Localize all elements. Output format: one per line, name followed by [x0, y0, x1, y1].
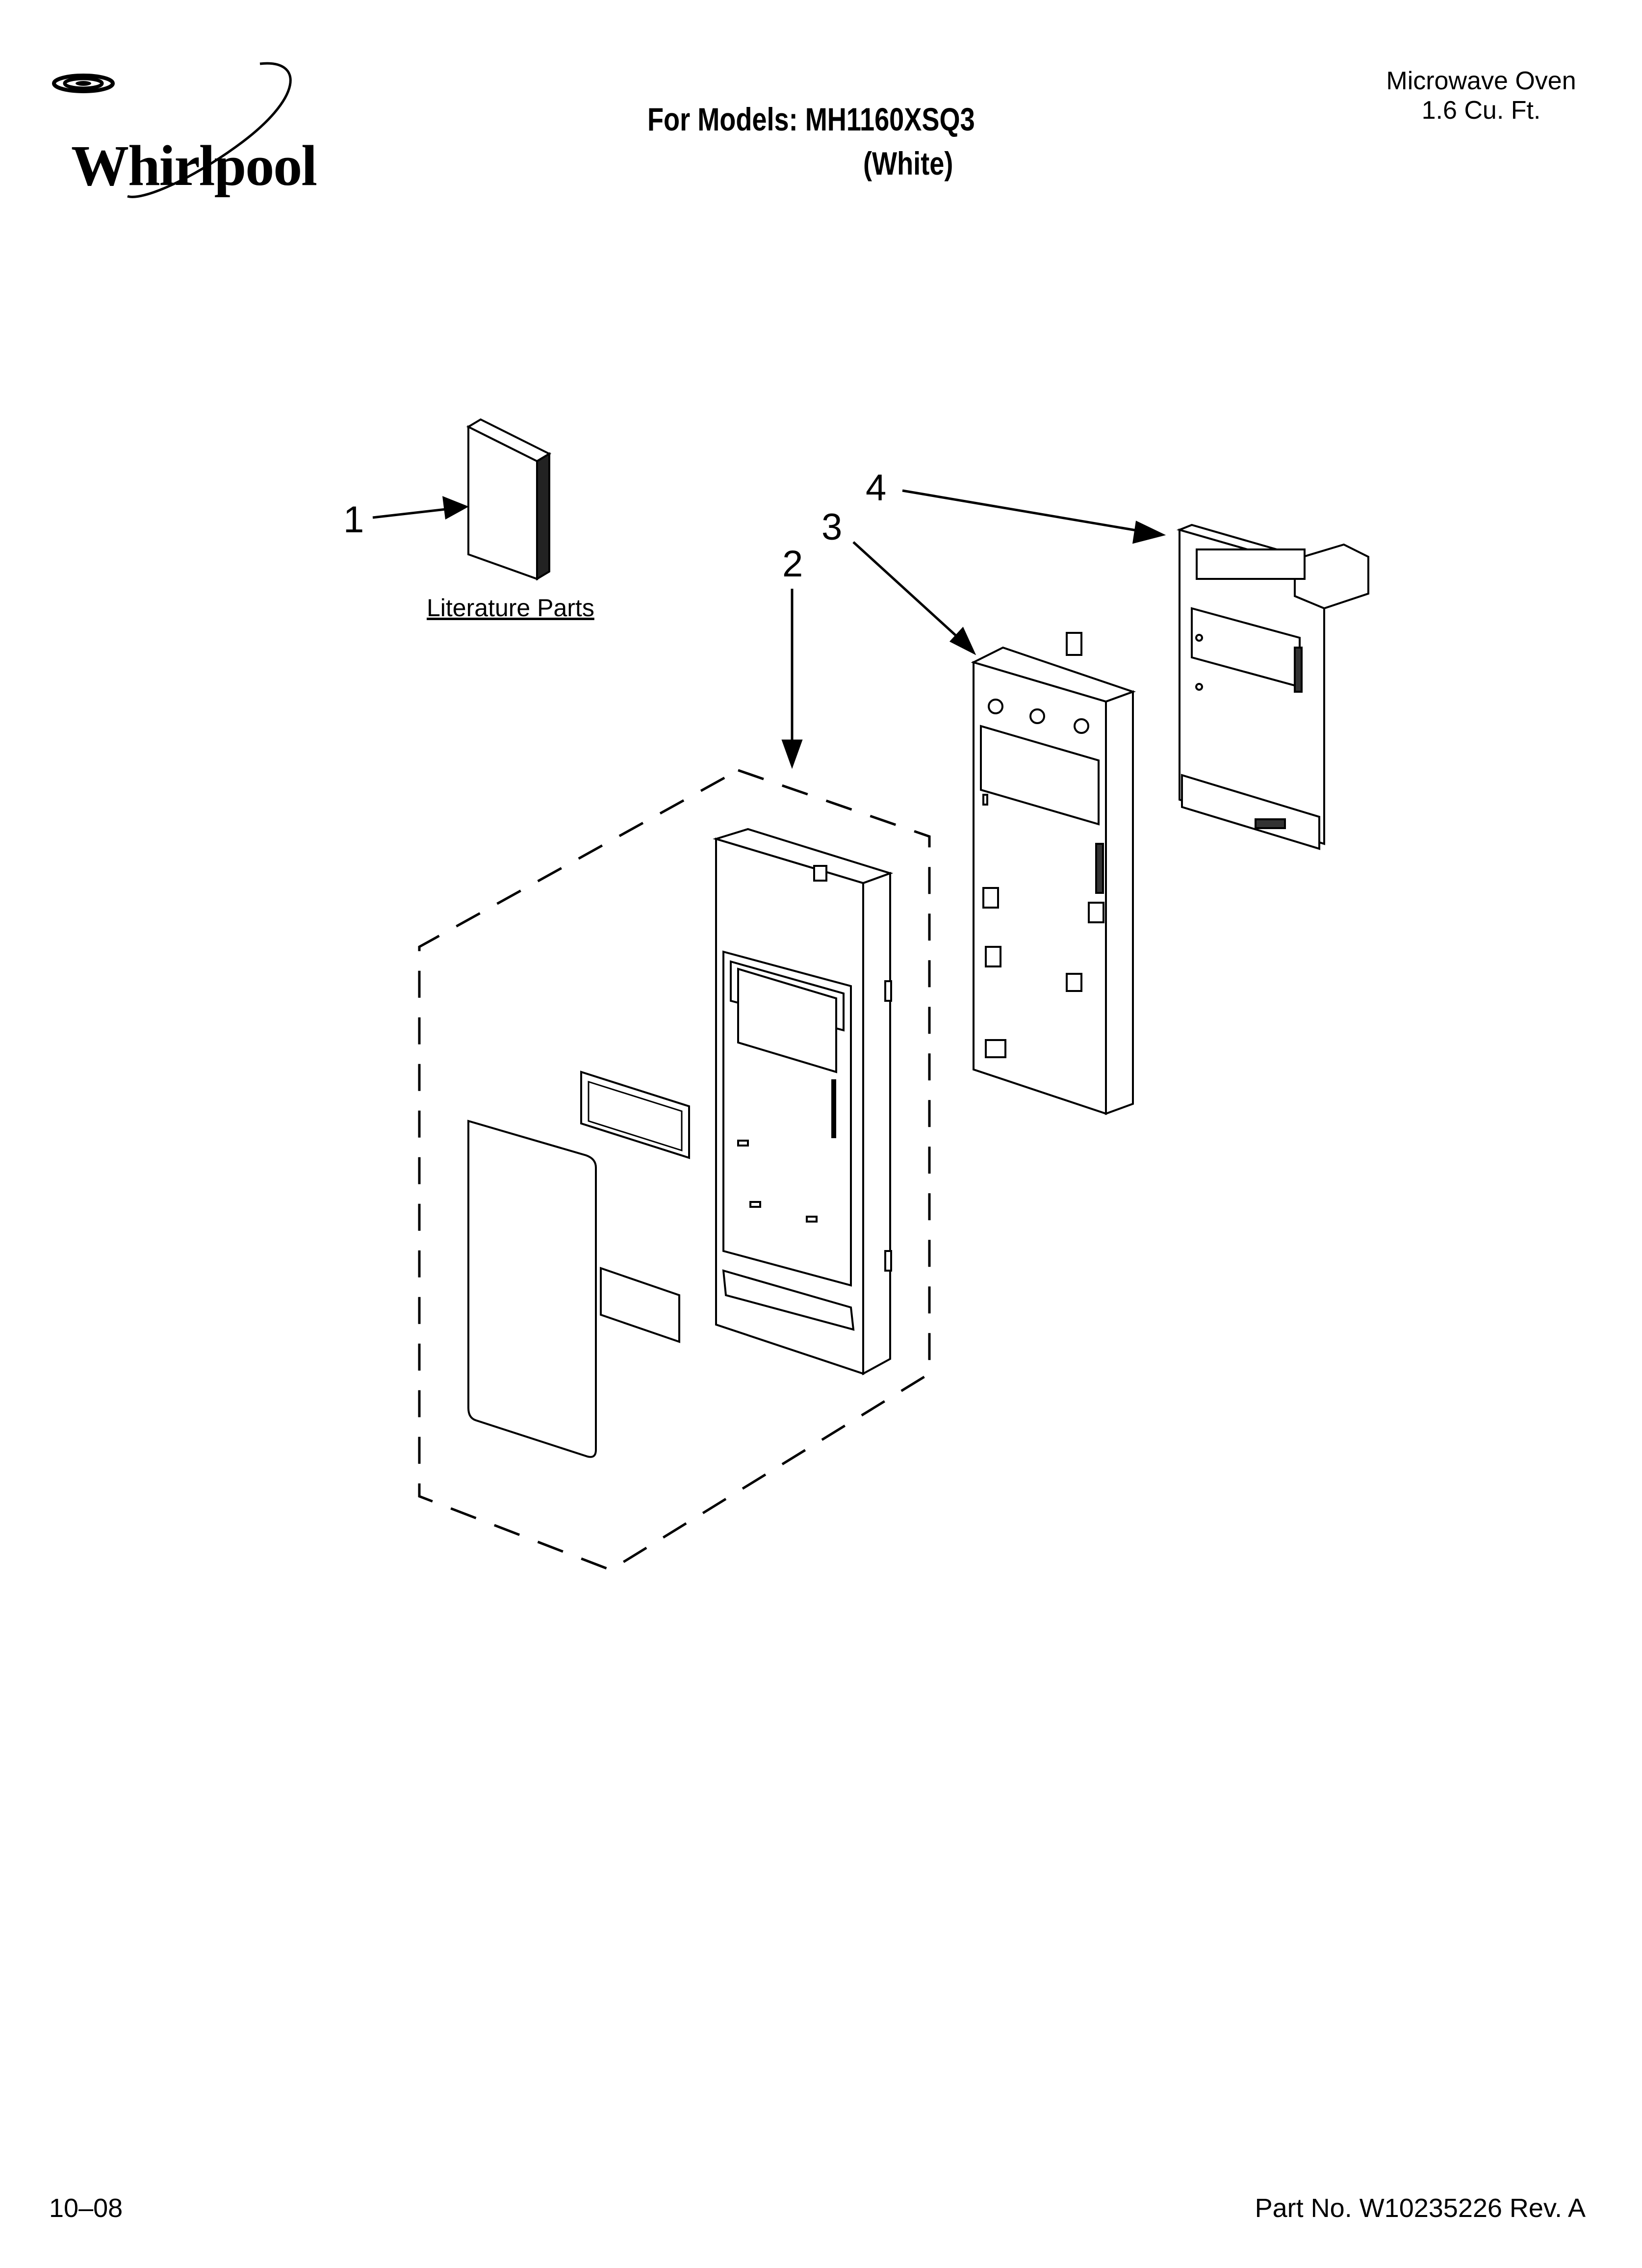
control-panel-frame	[713, 828, 894, 1376]
membrane-panel	[467, 1120, 597, 1458]
callout-4: 4	[866, 467, 886, 509]
literature-booklet	[466, 418, 552, 581]
callout-3: 3	[821, 506, 842, 548]
part-number: Part No. W10235226 Rev. A	[1255, 2193, 1586, 2223]
models-title: For Models: MH1160XSQ3	[647, 101, 975, 137]
leader-arrows	[372, 489, 1166, 769]
control-bracket	[971, 632, 1136, 1115]
callout-1: 1	[343, 499, 364, 541]
control-board	[1176, 523, 1369, 850]
literature-parts-label: Literature Parts	[427, 594, 594, 622]
product-type: Microwave Oven	[1386, 67, 1576, 95]
display-window	[580, 1070, 690, 1159]
product-capacity: 1.6 Cu. Ft.	[1421, 96, 1541, 125]
assembly-boundary	[418, 769, 931, 1571]
whirlpool-logo: Whirlpool	[29, 54, 334, 211]
brand-name: Whirlpool	[71, 133, 317, 198]
color-title: (White)	[863, 145, 953, 182]
date-code: 10–08	[49, 2193, 123, 2223]
label-plate	[600, 1267, 680, 1343]
callout-2: 2	[782, 543, 803, 585]
swirl-icon	[52, 62, 292, 198]
